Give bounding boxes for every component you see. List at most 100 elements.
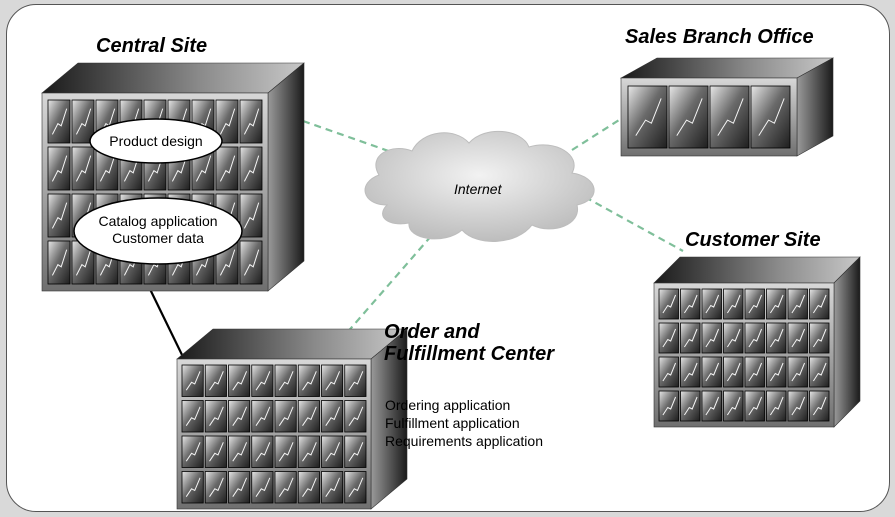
server-panel (204, 400, 227, 433)
server-panel (744, 390, 765, 422)
bubble-text: Product design (109, 133, 203, 149)
panel-highlight (209, 442, 224, 462)
panel-highlight (209, 406, 224, 426)
server-panel (274, 400, 297, 433)
server-panel (809, 390, 830, 422)
server-panel (71, 146, 95, 191)
server-panel (701, 288, 722, 320)
panel-highlight (185, 406, 201, 426)
server-panel (658, 322, 679, 354)
server-panel (744, 288, 765, 320)
panel-highlight (232, 442, 248, 462)
panel-highlight (662, 294, 677, 314)
server-panel (181, 435, 204, 468)
central-top-face (41, 62, 305, 94)
panel-highlight (812, 362, 827, 382)
internet-label: Internet (454, 181, 502, 197)
server-panel (181, 471, 204, 504)
server-panel (251, 364, 274, 397)
link-central-order-center (147, 284, 186, 362)
server-panel (744, 322, 765, 354)
server-panel (251, 435, 274, 468)
panel-highlight (209, 477, 224, 497)
server-panel (297, 435, 320, 468)
server-panel (228, 400, 251, 433)
server-panel (239, 240, 263, 285)
panel-highlight (325, 477, 341, 497)
server-panel (274, 471, 297, 504)
server-panel (680, 390, 701, 422)
order-center-title: Order and Fulfillment Center (384, 321, 554, 365)
panel-highlight (185, 442, 201, 462)
server-panel (204, 435, 227, 468)
server-panel (809, 356, 830, 388)
panel-highlight (232, 406, 248, 426)
app-item: Fulfillment application (385, 415, 520, 431)
panel-highlight (75, 155, 92, 182)
panel-highlight (302, 442, 317, 462)
server-panel (239, 99, 263, 144)
panel-highlight (676, 98, 703, 136)
panel-highlight (75, 108, 92, 135)
order-center-top-face (176, 328, 408, 360)
server-panel (228, 435, 251, 468)
server-panel (181, 364, 204, 397)
panel-highlight (51, 249, 68, 276)
panel-highlight (662, 328, 677, 348)
server-panel (297, 364, 320, 397)
panel-highlight (769, 362, 784, 382)
server-panel (809, 322, 830, 354)
bubble-catalog-label: Catalog application Customer data (74, 213, 242, 247)
panel-highlight (791, 396, 806, 416)
server-panel (321, 471, 344, 504)
server-panel (680, 288, 701, 320)
panel-highlight (791, 362, 806, 382)
panel-highlight (302, 406, 317, 426)
order-center-title-line2: Fulfillment Center (384, 343, 555, 365)
server-panel (239, 193, 263, 238)
server-panel (47, 193, 71, 238)
server-panel (47, 240, 71, 285)
bubble-product-design-label: Product design (90, 133, 222, 150)
panel-highlight (243, 202, 260, 229)
server-panel (297, 400, 320, 433)
panel-highlight (232, 477, 248, 497)
server-panel (215, 146, 239, 191)
panel-highlight (243, 108, 260, 135)
panel-highlight (255, 477, 271, 497)
panel-highlight (348, 477, 364, 497)
panel-highlight (325, 406, 341, 426)
panel-highlight (705, 294, 720, 314)
server-panel (701, 322, 722, 354)
panel-highlight (683, 362, 698, 382)
bubble-text: Catalog application (98, 213, 218, 229)
server-panel (668, 85, 709, 149)
panel-highlight (726, 328, 741, 348)
panel-highlight (255, 442, 271, 462)
panel-highlight (812, 396, 827, 416)
server-panel (321, 400, 344, 433)
panel-highlight (791, 328, 806, 348)
link-internet-customer (584, 196, 684, 252)
panel-highlight (662, 362, 677, 382)
customer-site-title: Customer Site (685, 229, 821, 251)
server-panel (204, 471, 227, 504)
server-panel (321, 364, 344, 397)
panel-highlight (219, 155, 236, 182)
panel-highlight (705, 328, 720, 348)
order-center-title-line1: Order and (384, 321, 480, 343)
panel-highlight (726, 396, 741, 416)
panel-highlight (51, 108, 68, 135)
panel-highlight (717, 98, 744, 136)
server-panel (809, 288, 830, 320)
panel-highlight (171, 155, 188, 182)
server-panel (344, 471, 367, 504)
server-panel (297, 471, 320, 504)
panel-highlight (278, 371, 294, 391)
server-panel (750, 85, 791, 149)
panel-highlight (278, 406, 294, 426)
bubble-catalog (73, 197, 243, 265)
server-panel (204, 364, 227, 397)
panel-highlight (348, 406, 364, 426)
panel-highlight (243, 155, 260, 182)
